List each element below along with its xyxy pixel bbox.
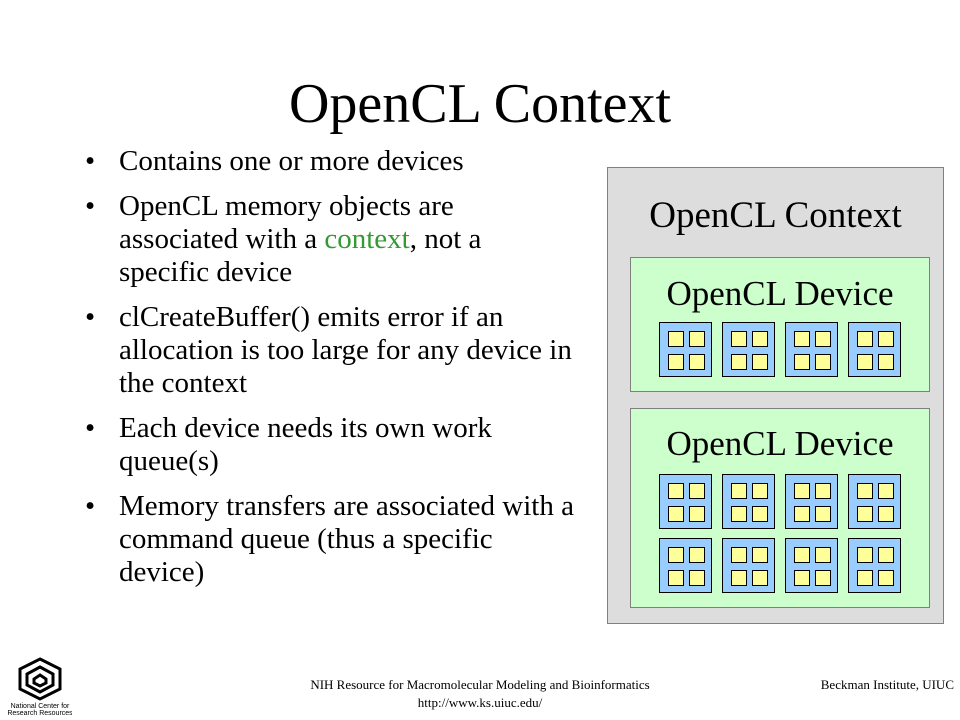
footer-url[interactable]: http://www.ks.uiuc.edu/	[417, 695, 543, 710]
processing-element	[794, 570, 810, 586]
bullet-text: Memory transfers are associated with a c…	[119, 490, 574, 588]
processing-element	[857, 506, 873, 522]
logo-text-line2: Research Resources	[8, 710, 72, 717]
processing-element	[731, 570, 747, 586]
processing-element	[731, 547, 747, 563]
processing-element	[731, 483, 747, 499]
processing-element	[752, 506, 768, 522]
processing-element	[794, 547, 810, 563]
processing-element	[857, 354, 873, 370]
bullet-item: • Each device needs its own work queue(s)	[85, 412, 575, 478]
bullet-dot-icon: •	[85, 412, 96, 444]
processing-element	[668, 547, 684, 563]
bullet-list: • Contains one or more devices • OpenCL me…	[85, 145, 575, 601]
processing-element	[857, 331, 873, 347]
compute-unit	[785, 474, 838, 529]
opencl-context-label: OpenCL Context	[649, 195, 902, 236]
processing-element	[752, 354, 768, 370]
processing-element	[878, 506, 894, 522]
logo-text-line1: National Center for	[11, 703, 70, 710]
compute-unit	[659, 538, 712, 593]
bullet-item: • Contains one or more devices	[85, 145, 575, 178]
bullet-dot-icon: •	[85, 190, 96, 222]
processing-element	[815, 354, 831, 370]
bullet-item: • Memory transfers are associated with a …	[85, 490, 575, 589]
opencl-device-label: OpenCL Device	[666, 424, 894, 463]
processing-element	[731, 331, 747, 347]
processing-element	[815, 547, 831, 563]
processing-element	[815, 570, 831, 586]
processing-element	[794, 331, 810, 347]
bullet-dot-icon: •	[85, 301, 96, 333]
processing-element	[878, 570, 894, 586]
compute-unit	[848, 538, 901, 593]
processing-element	[857, 570, 873, 586]
opencl-device-box: OpenCL Device	[630, 408, 930, 608]
processing-element	[878, 483, 894, 499]
bullet-item: • OpenCL memory objects are associated wi…	[85, 190, 575, 289]
processing-element	[878, 331, 894, 347]
processing-element	[878, 547, 894, 563]
processing-element	[752, 331, 768, 347]
processing-element	[794, 483, 810, 499]
processing-element	[815, 331, 831, 347]
footer-institute: Beckman Institute, UIUC	[820, 677, 954, 692]
processing-element	[689, 354, 705, 370]
processing-element	[731, 506, 747, 522]
compute-unit	[722, 474, 775, 529]
bullet-text: clCreateBuffer() emits error if an alloc…	[119, 301, 572, 399]
processing-element	[752, 570, 768, 586]
bullet-item: • clCreateBuffer() emits error if an allo…	[85, 301, 575, 400]
bullet-dot-icon: •	[85, 145, 96, 177]
processing-element	[668, 354, 684, 370]
processing-element	[668, 506, 684, 522]
processing-element	[689, 331, 705, 347]
slide-title: OpenCL Context	[288, 73, 672, 135]
processing-element	[731, 354, 747, 370]
bullet-text-post: , not a specific device	[119, 223, 482, 288]
compute-unit	[785, 538, 838, 593]
footer-center: NIH Resource for Macromolecular Modeling…	[240, 676, 720, 712]
compute-unit	[659, 322, 712, 377]
processing-element	[815, 506, 831, 522]
compute-unit	[722, 538, 775, 593]
opencl-device-box: OpenCL Device	[630, 257, 930, 392]
processing-element	[668, 331, 684, 347]
bullet-dot-icon: •	[85, 490, 96, 522]
processing-element	[668, 483, 684, 499]
ncrr-logo: National Center for Research Resources	[8, 657, 72, 717]
compute-unit	[659, 474, 712, 529]
processing-element	[689, 506, 705, 522]
processing-element	[668, 570, 684, 586]
opencl-device-label: OpenCL Device	[666, 274, 894, 313]
compute-unit	[785, 322, 838, 377]
processing-element	[794, 354, 810, 370]
compute-unit	[848, 474, 901, 529]
processing-element	[752, 483, 768, 499]
bullet-text-pre: OpenCL memory objects are associated wit…	[119, 190, 454, 255]
processing-element	[857, 547, 873, 563]
footer-org: NIH Resource for Macromolecular Modeling…	[310, 677, 650, 692]
processing-element	[815, 483, 831, 499]
processing-element	[857, 483, 873, 499]
bullet-text: Contains one or more devices	[119, 145, 464, 177]
bullet-text: Each device needs its own work queue(s)	[119, 412, 492, 477]
processing-element	[752, 547, 768, 563]
processing-element	[689, 547, 705, 563]
compute-unit	[722, 322, 775, 377]
context-highlight: context	[324, 223, 410, 255]
compute-unit	[848, 322, 901, 377]
processing-element	[878, 354, 894, 370]
processing-element	[689, 483, 705, 499]
processing-element	[689, 570, 705, 586]
processing-element	[794, 506, 810, 522]
